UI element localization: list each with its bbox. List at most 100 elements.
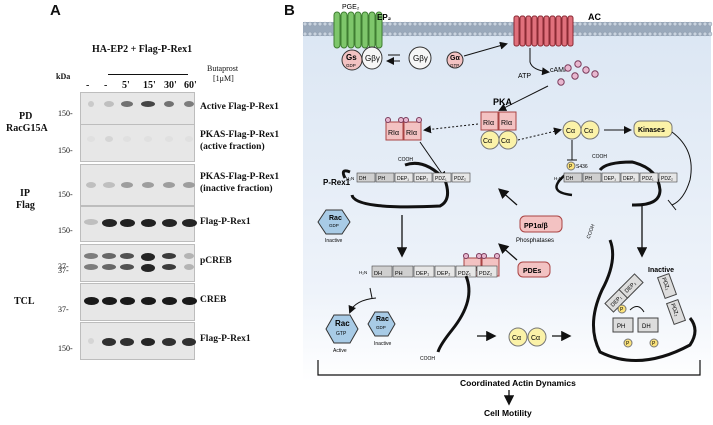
- lipid-head: [482, 21, 488, 27]
- blot-band: [181, 297, 197, 306]
- free-ca-2: [580, 120, 600, 140]
- blot-band: [123, 136, 131, 143]
- ri-dimer-2: [403, 121, 422, 141]
- lipid-head: [472, 31, 478, 37]
- gs-label: Gs: [346, 53, 357, 62]
- lipid-head: [662, 21, 668, 27]
- kda-marker: 37-: [58, 266, 69, 275]
- lipid-head: [652, 21, 658, 27]
- lipid-head: [572, 21, 578, 27]
- lipid-head: [412, 21, 418, 27]
- lipid-head: [652, 31, 658, 37]
- galpha-gtp-label: GTP: [450, 63, 459, 68]
- lipid-head: [317, 31, 323, 37]
- blot-label: PKAS-Flag-P-Rex1: [200, 130, 280, 140]
- lipid-head: [622, 21, 628, 27]
- ri-dimer-2-label: RIα: [406, 130, 417, 137]
- domain-box: [601, 172, 621, 183]
- lipid-head: [457, 21, 463, 27]
- domain-box: [620, 172, 640, 183]
- lipid-head: [442, 31, 448, 37]
- pka-ri-2-label: RIα: [501, 120, 512, 127]
- kinases-label: Kinases: [638, 127, 665, 134]
- lipid-head: [507, 31, 513, 37]
- lipid-head: [667, 31, 673, 37]
- lipid-head: [497, 31, 503, 37]
- rac-gdp-hexagon: [317, 209, 351, 235]
- lane-label: 15': [143, 80, 156, 91]
- lipid-head: [577, 21, 583, 27]
- lipid-head: [322, 31, 328, 37]
- lipid-head: [682, 21, 688, 27]
- blot-band: [84, 264, 98, 271]
- lipid-head: [617, 31, 623, 37]
- lipid-head: [402, 31, 408, 37]
- blot-band: [183, 182, 195, 188]
- blot-band: [163, 182, 175, 188]
- blot-band: [141, 264, 155, 273]
- blot-band: [182, 338, 196, 346]
- blot-band: [165, 136, 173, 143]
- lipid-head: [677, 21, 683, 27]
- blot-band: [141, 101, 155, 108]
- p-site-2: P: [626, 341, 630, 347]
- lipid-head: [452, 21, 458, 27]
- domain-box: [582, 172, 602, 183]
- lipid-head: [437, 31, 443, 37]
- lipid-head: [302, 31, 308, 37]
- lipid-head: [662, 31, 668, 37]
- lipid-head: [417, 31, 423, 37]
- p-site-3: P: [652, 341, 656, 347]
- domain-box: [658, 172, 678, 183]
- kda-marker: 37-: [58, 305, 69, 314]
- lipid-head: [392, 21, 398, 27]
- lipid-head: [327, 31, 333, 37]
- domain-label: PH: [395, 271, 403, 277]
- blot-band: [84, 219, 98, 226]
- blot-band: [181, 219, 197, 228]
- blot-band: [88, 338, 94, 344]
- lipid-head: [622, 31, 628, 37]
- blot-band: [121, 101, 133, 108]
- domain-label: DEP₁: [397, 176, 409, 182]
- blot-band: [161, 297, 177, 306]
- lipid-head: [647, 21, 653, 27]
- lipid-head: [597, 21, 603, 27]
- blot-band: [120, 264, 134, 271]
- pp1-box: [519, 215, 563, 233]
- lipid-head: [392, 31, 398, 37]
- lipid-head: [447, 31, 453, 37]
- lipid-head: [382, 31, 388, 37]
- lipid-head: [617, 21, 623, 27]
- rac-gtp-rac: Rac: [335, 319, 350, 328]
- pka-ri-1-label: RIα: [483, 120, 494, 127]
- blot-band: [164, 101, 174, 108]
- svg-text:PDZ₁: PDZ₁: [660, 277, 670, 291]
- adenylyl-cyclase: [513, 15, 574, 47]
- p-rex1-label: P-Rex1: [323, 178, 351, 187]
- domain-box: [434, 265, 456, 278]
- lipid-head: [492, 21, 498, 27]
- p-rex1-folded-tail: [591, 239, 697, 362]
- lipid-head: [402, 21, 408, 27]
- lipid-head: [477, 31, 483, 37]
- rac-gtp-gtp: GTP: [336, 331, 347, 337]
- lipid-head: [452, 31, 458, 37]
- domain-box: [394, 172, 414, 183]
- lipid-head: [627, 31, 633, 37]
- blot-band: [162, 338, 176, 346]
- blot-strip: [80, 283, 197, 321]
- domain-box: [413, 265, 435, 278]
- lipid-head: [697, 31, 703, 37]
- lipid-head: [702, 21, 708, 27]
- lipid-head: [707, 31, 713, 37]
- lipid-head: [572, 31, 578, 37]
- blot-band: [102, 338, 116, 346]
- domain-box: [413, 172, 433, 183]
- domain-box: [563, 172, 583, 183]
- cooh-label-2: COOH: [398, 157, 413, 163]
- lipid-head: [447, 21, 453, 27]
- blot-band: [105, 136, 113, 143]
- domain-box: [356, 172, 376, 183]
